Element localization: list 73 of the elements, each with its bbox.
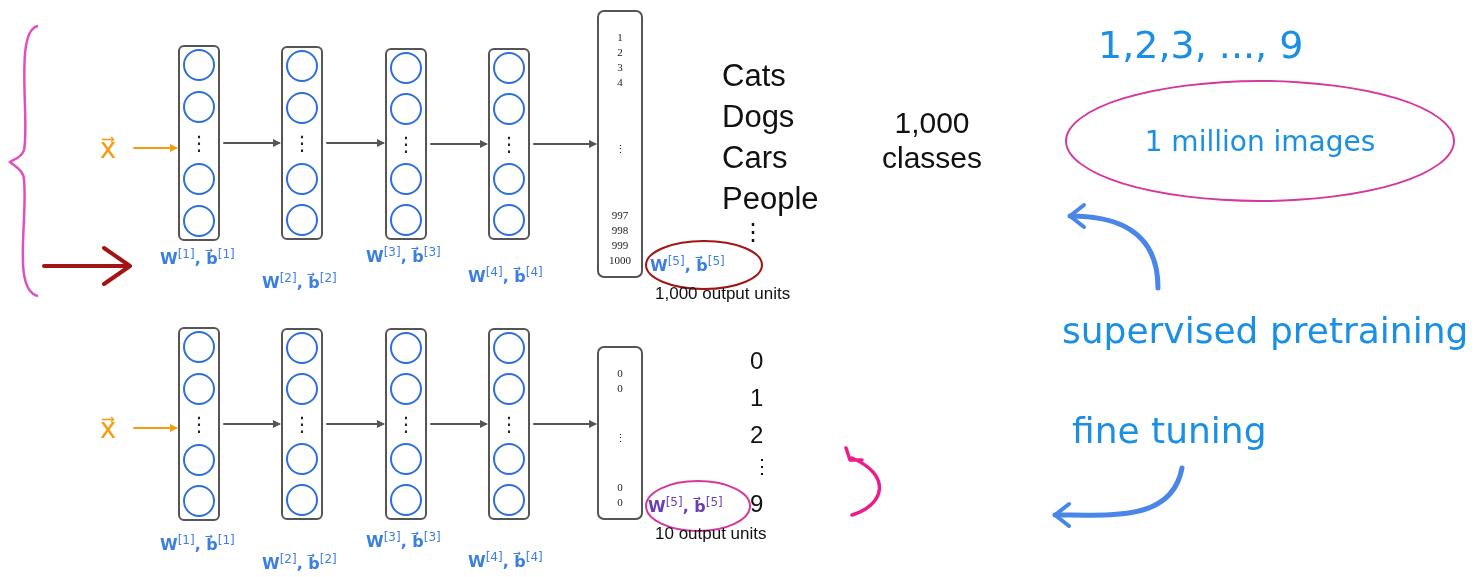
ellipsis: ⋮ (189, 414, 209, 434)
arrow (223, 139, 281, 147)
ellipsis: ⋮ (499, 134, 519, 154)
weight-label: W$^{[3]}$, b⃗$^{[3]}$ (366, 245, 441, 267)
output-value: 998 (611, 223, 629, 238)
ellipsis: ⋮ (292, 133, 312, 153)
arrow (223, 420, 281, 428)
layer-box (178, 45, 220, 241)
output-value: 997 (611, 208, 629, 223)
input-label: x⃗ (86, 128, 130, 168)
weight-label: W$^{[4]}$, b⃗$^{[4]}$ (468, 550, 543, 572)
layer-box (385, 328, 427, 520)
class-label: Cars (722, 140, 788, 176)
weight-label: W$^{[2]}$, b⃗$^{[2]}$ (262, 271, 337, 293)
handwritten-note: 1 million images (1144, 124, 1376, 158)
class-label: Cats (722, 58, 786, 94)
arrow (533, 420, 597, 428)
arrow (430, 140, 488, 148)
arrow (133, 424, 178, 432)
output-value: 1000 (609, 253, 631, 268)
arrow (326, 420, 385, 428)
output-value: 0 (617, 366, 623, 381)
class-label: 1,000 classes (880, 106, 983, 175)
output-layer-box (597, 10, 643, 278)
node-label: 1,000 output units (655, 284, 791, 304)
arrow (1052, 465, 1185, 529)
ellipsis: ⋮ (292, 414, 312, 434)
class-label: People (722, 181, 819, 217)
layer-box (488, 48, 530, 240)
highlight-ellipse (1065, 80, 1455, 202)
input-label: x⃗ (86, 408, 130, 448)
output-layer-box (597, 346, 643, 520)
layer-box (281, 46, 323, 240)
weight-label: W$^{[5]}$, b⃗$^{[5]}$ (648, 495, 723, 517)
output-value: 0 (617, 495, 623, 510)
handwritten-note: supervised pretraining (1062, 309, 1469, 351)
handwritten-note: fine tuning (1072, 409, 1267, 451)
weight-label: W$^{[4]}$, b⃗$^{[4]}$ (468, 265, 543, 287)
arrow (430, 420, 488, 428)
arrow (533, 140, 597, 148)
output-value: 0 (617, 480, 623, 495)
ellipsis: ⋮ (499, 414, 519, 434)
output-value: 1 (617, 30, 623, 45)
output-value: 3 (617, 60, 623, 75)
ellipsis: ⋮ (189, 133, 209, 153)
weight-label: W$^{[5]}$, b⃗$^{[5]}$ (650, 254, 725, 276)
handwritten-note: 1,2,3, ..., 9 (1098, 24, 1304, 68)
layer-box (281, 328, 323, 520)
class-label: 2 (750, 421, 764, 449)
output-value: 4 (617, 75, 623, 90)
weight-label: W$^{[2]}$, b⃗$^{[2]}$ (262, 552, 337, 574)
output-value: ⋮ (614, 430, 626, 446)
class-label: ⋮ (741, 218, 765, 246)
weight-label: W$^{[1]}$, b⃗$^{[1]}$ (160, 247, 235, 269)
layer-box (178, 327, 220, 521)
class-label: ⋮ (752, 455, 772, 478)
arrow (326, 139, 385, 147)
ellipsis: ⋮ (396, 134, 416, 154)
output-value: ⋮ (614, 141, 626, 157)
output-value: 0 (617, 381, 623, 396)
class-label: Dogs (722, 99, 795, 135)
class-label: 1 (750, 384, 764, 412)
layer-box (488, 328, 530, 520)
class-label: 0 (750, 347, 764, 375)
output-value: 2 (617, 45, 623, 60)
ellipsis: ⋮ (396, 414, 416, 434)
class-label: 9 (750, 490, 764, 518)
layer-box (385, 48, 427, 240)
output-value: 999 (611, 238, 629, 253)
weight-label: W$^{[3]}$, b⃗$^{[3]}$ (366, 530, 441, 552)
arrow (1067, 203, 1161, 291)
weight-label: W$^{[1]}$, b⃗$^{[1]}$ (160, 533, 235, 555)
arrow (133, 144, 178, 152)
